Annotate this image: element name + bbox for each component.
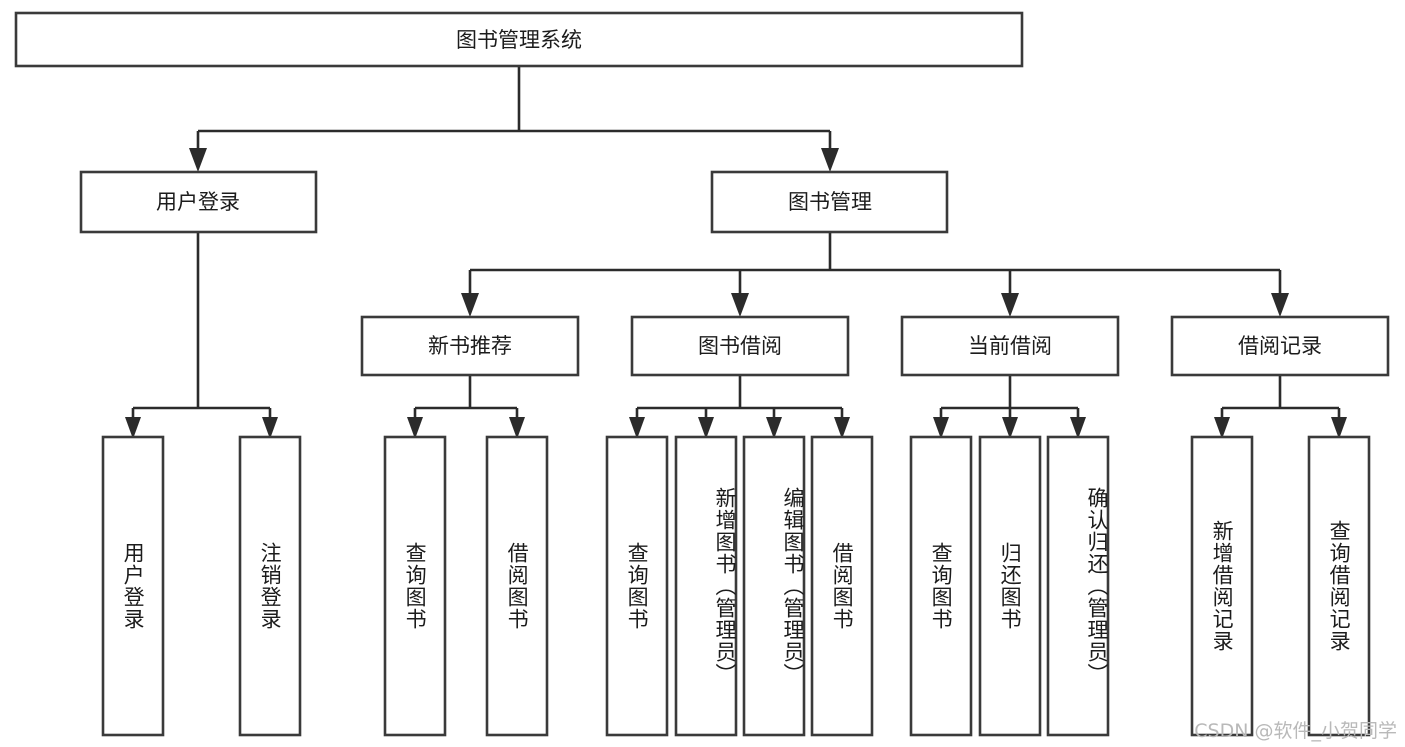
leaf-add-record-box[interactable] xyxy=(1190,435,1254,737)
arrow-icon-to-leaf-logout-login xyxy=(262,417,278,439)
arrow-icon-to-leaf-query-record xyxy=(1331,417,1347,439)
arrow-icon-to-leaf-borrow-book-2 xyxy=(834,417,850,439)
arrow-icon-to-leaf-add-record xyxy=(1214,417,1230,439)
arrow-heads xyxy=(125,148,1347,439)
node-new-book-rec-box[interactable] xyxy=(360,315,580,377)
node-root-box[interactable] xyxy=(14,11,1024,68)
leaf-query-book-3-box[interactable] xyxy=(909,435,973,737)
node-borrow-record[interactable]: 借阅记录 xyxy=(1170,315,1390,377)
arrow-icon-to-leaf-edit-book xyxy=(766,417,782,439)
arrow-icon-to-new-book-rec xyxy=(461,293,479,317)
arrow-icon-to-leaf-user-login xyxy=(125,417,141,439)
arrow-icon-to-leaf-borrow-book-1 xyxy=(509,417,525,439)
node-user-login-box[interactable] xyxy=(79,170,318,234)
node-borrow-record-box[interactable] xyxy=(1170,315,1390,377)
arrow-icon-to-leaf-query-book-1 xyxy=(407,417,423,439)
node-new-book-rec[interactable]: 新书推荐 xyxy=(360,315,580,377)
arrow-icon-to-leaf-query-book-2 xyxy=(629,417,645,439)
watermark-text: CSDN @软件_小贺同学 xyxy=(1194,720,1397,742)
arrow-icon-to-leaf-add-book xyxy=(698,417,714,439)
arrow-icon-to-leaf-query-book-3 xyxy=(933,417,949,439)
node-user-login-label: 用户登录 xyxy=(156,190,240,214)
arrow-icon-to-borrow-record xyxy=(1271,293,1289,317)
leaf-query-book-1-box[interactable] xyxy=(383,435,447,737)
node-new-book-rec-label: 新书推荐 xyxy=(428,334,512,358)
node-current-borrow-label: 当前借阅 xyxy=(968,334,1052,358)
leaf-user-login-box[interactable] xyxy=(101,435,165,737)
leaf-borrow-book-2-box[interactable] xyxy=(810,435,874,737)
node-book-borrow-box[interactable] xyxy=(630,315,850,377)
node-book-borrow-label: 图书借阅 xyxy=(698,334,782,358)
leaf-boxes xyxy=(101,435,1371,737)
arrow-icon-to-leaf-confirm-return xyxy=(1070,417,1086,439)
arrow-icon-to-user-login xyxy=(189,148,207,172)
leaf-edit-book-box[interactable] xyxy=(742,435,806,737)
arrow-icon-to-book-borrow xyxy=(731,293,749,317)
node-book-manage[interactable]: 图书管理 xyxy=(710,170,949,234)
node-book-manage-label: 图书管理 xyxy=(788,190,872,214)
node-root-label: 图书管理系统 xyxy=(456,28,582,52)
leaf-query-record-box[interactable] xyxy=(1307,435,1371,737)
leaf-confirm-return-box[interactable] xyxy=(1046,435,1110,737)
leaf-borrow-book-1-box[interactable] xyxy=(485,435,549,737)
leaf-logout-login-box[interactable] xyxy=(238,435,302,737)
node-current-borrow-box[interactable] xyxy=(900,315,1120,377)
leaf-query-book-2-box[interactable] xyxy=(605,435,669,737)
node-book-borrow[interactable]: 图书借阅 xyxy=(630,315,850,377)
node-root[interactable]: 图书管理系统 xyxy=(14,11,1024,68)
node-book-manage-box[interactable] xyxy=(710,170,949,234)
arrow-icon-to-book-manage xyxy=(821,148,839,172)
node-user-login[interactable]: 用户登录 xyxy=(79,170,318,234)
node-current-borrow[interactable]: 当前借阅 xyxy=(900,315,1120,377)
arrow-icon-to-leaf-return-book xyxy=(1002,417,1018,439)
leaf-return-book-box[interactable] xyxy=(978,435,1042,737)
node-borrow-record-label: 借阅记录 xyxy=(1238,334,1322,358)
leaf-add-book-box[interactable] xyxy=(674,435,738,737)
arrow-icon-to-current-borrow xyxy=(1001,293,1019,317)
